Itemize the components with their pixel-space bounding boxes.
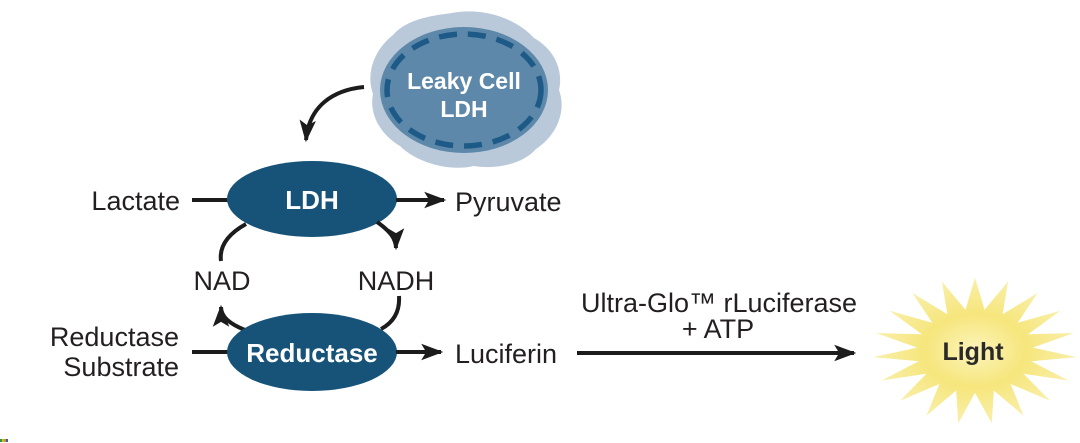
leaky-cell-blob: Leaky Cell LDH (370, 11, 562, 168)
luciferase-catalyst-label-line2: + ATP (682, 314, 754, 344)
lactate-label: Lactate (91, 186, 180, 216)
nadh-label: NADH (358, 266, 435, 296)
reductase-substrate-label-line1: Reductase (50, 322, 179, 352)
luciferase-catalyst-label-line1: Ultra-Glo™ rLuciferase (581, 288, 857, 318)
pyruvate-label: Pyruvate (455, 187, 562, 217)
nad-to-ldh-curve (218, 222, 247, 262)
ldh-enzyme-label: LDH (285, 185, 338, 215)
ldh-release-arrow (299, 85, 365, 143)
reductase-substrate-label-line2: Substrate (63, 352, 179, 382)
nad-label: NAD (193, 266, 250, 296)
light-label: Light (942, 338, 1004, 366)
nadh-to-reductase-curve (379, 295, 402, 331)
leaky-cell-label-line2: LDH (440, 96, 487, 122)
ldh-enzyme-ellipse (227, 161, 397, 237)
corner-pixel-artifact (0, 439, 8, 442)
leaky-cell-membrane-dashed (384, 31, 544, 149)
reductase-enzyme-ellipse (227, 313, 397, 391)
leaky-cell-label-line1: Leaky Cell (407, 68, 521, 94)
reductase-enzyme-label: Reductase (246, 338, 378, 368)
luciferin-label: Luciferin (455, 339, 557, 369)
reductase-to-nad-arrow (212, 304, 246, 332)
ldh-to-nadh-arrow (375, 220, 405, 251)
light-burst-icon (873, 277, 1077, 424)
leaky-cell-inner-shape (380, 27, 548, 153)
